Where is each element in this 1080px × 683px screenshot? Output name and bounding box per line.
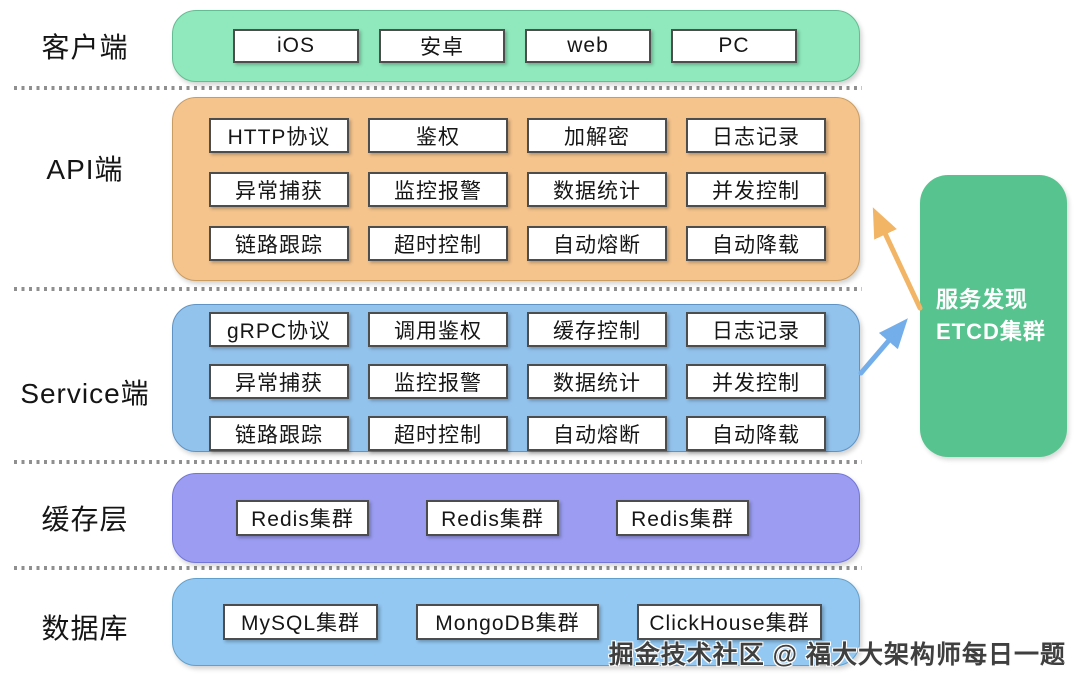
api-feature-box: 监控报警 (368, 172, 508, 207)
service-feature-box: 数据统计 (527, 364, 667, 399)
api-etcd-arrow-icon (872, 207, 923, 311)
service-feature-box: 链路跟踪 (209, 416, 349, 451)
service-feature-box: 异常捕获 (209, 364, 349, 399)
dotted-separator (14, 460, 862, 464)
client-platform-box: PC (671, 29, 797, 63)
etcd-label-line2: ETCD集群 (936, 319, 1046, 344)
api-feature-row: 链路跟踪 超时控制 自动熔断 自动降载 (209, 226, 859, 261)
api-feature-box: 自动熔断 (527, 226, 667, 261)
cache-layer-label: 缓存层 (41, 504, 129, 535)
service-feature-row: 异常捕获 监控报警 数据统计 并发控制 (209, 364, 859, 399)
api-feature-row: HTTP协议 鉴权 加解密 日志记录 (209, 118, 859, 153)
database-layer-label: 数据库 (41, 613, 129, 644)
service-feature-box: 并发控制 (686, 364, 826, 399)
api-layer-label: API端 (46, 154, 124, 185)
service-layer-label: Service端 (20, 378, 150, 409)
service-feature-box: gRPC协议 (209, 312, 349, 347)
service-layer-band: gRPC协议 调用鉴权 缓存控制 日志记录 异常捕获 监控报警 数据统计 并发控… (172, 304, 860, 452)
database-layer-band: MySQL集群 MongoDB集群 ClickHouse集群 (172, 578, 860, 666)
service-feature-box: 监控报警 (368, 364, 508, 399)
service-feature-box: 日志记录 (686, 312, 826, 347)
service-feature-box: 自动熔断 (527, 416, 667, 451)
api-feature-box: HTTP协议 (209, 118, 349, 153)
api-feature-row: 异常捕获 监控报警 数据统计 并发控制 (209, 172, 859, 207)
client-platform-box: web (525, 29, 651, 63)
service-feature-box: 缓存控制 (527, 312, 667, 347)
api-feature-box: 链路跟踪 (209, 226, 349, 261)
api-feature-box: 异常捕获 (209, 172, 349, 207)
api-layer-band: HTTP协议 鉴权 加解密 日志记录 异常捕获 监控报警 数据统计 并发控制 链… (172, 97, 860, 281)
service-etcd-arrow-icon (858, 318, 908, 376)
etcd-label-line1: 服务发现 (936, 287, 1029, 313)
api-feature-box: 鉴权 (368, 118, 508, 153)
client-platform-box: iOS (233, 29, 359, 63)
api-feature-box: 加解密 (527, 118, 667, 153)
service-feature-row: gRPC协议 调用鉴权 缓存控制 日志记录 (209, 312, 859, 347)
redis-cluster-box: Redis集群 (616, 500, 749, 536)
dotted-separator (14, 287, 862, 291)
dotted-separator (14, 566, 862, 570)
api-feature-box: 超时控制 (368, 226, 508, 261)
client-layer-label: 客户端 (41, 32, 129, 63)
service-feature-box: 超时控制 (368, 416, 508, 451)
dotted-separator (14, 86, 862, 90)
mysql-cluster-box: MySQL集群 (223, 604, 378, 640)
cache-layer-band: Redis集群 Redis集群 Redis集群 (172, 473, 860, 563)
watermark-text: 掘金技术社区 @ 福大大架构师每日一题 (608, 641, 1066, 669)
api-feature-box: 数据统计 (527, 172, 667, 207)
api-feature-box: 自动降载 (686, 226, 826, 261)
client-layer-band: iOS 安卓 web PC (172, 10, 860, 82)
clickhouse-cluster-box: ClickHouse集群 (637, 604, 822, 640)
etcd-service-discovery-box: 服务发现 ETCD集群 (920, 175, 1067, 457)
service-feature-box: 自动降载 (686, 416, 826, 451)
api-feature-box: 并发控制 (686, 172, 826, 207)
client-platform-box: 安卓 (379, 29, 505, 63)
redis-cluster-box: Redis集群 (236, 500, 369, 536)
mongodb-cluster-box: MongoDB集群 (416, 604, 599, 640)
redis-cluster-box: Redis集群 (426, 500, 559, 536)
service-feature-row: 链路跟踪 超时控制 自动熔断 自动降载 (209, 416, 859, 451)
service-feature-box: 调用鉴权 (368, 312, 508, 347)
api-feature-box: 日志记录 (686, 118, 826, 153)
